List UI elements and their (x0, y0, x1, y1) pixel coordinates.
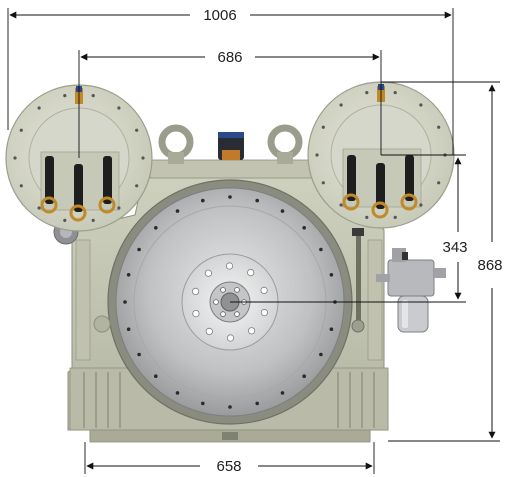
disc-bolt (117, 206, 121, 210)
lifting-eye-left (158, 124, 194, 164)
hub-bolt (260, 286, 268, 294)
rim-bolt (302, 374, 307, 379)
dimension-flange-spacing: 686 (78, 49, 382, 158)
disc-bolt (437, 181, 441, 185)
rim-bolt (137, 352, 141, 357)
disc-bolt (63, 218, 67, 222)
rim-bolt (302, 226, 307, 230)
hub-bolt (226, 334, 235, 342)
rim-bolt (123, 300, 127, 304)
right-disc-rods (342, 155, 418, 219)
dimension-height-offset: 343 (230, 154, 468, 303)
dimension-base-width: 658 (84, 442, 375, 475)
disc-bolt (19, 184, 23, 188)
left-disc-bolts (13, 94, 145, 222)
dimension-label-overall-height: 868 (477, 257, 502, 274)
flywheel-rim-bolts (123, 195, 337, 409)
rim-bolt (280, 391, 285, 395)
disc-bolt (393, 91, 397, 95)
disc-bolt (365, 91, 369, 95)
disc-bolt (321, 181, 325, 185)
rim-bolt (319, 352, 323, 357)
inner-bolt (213, 299, 219, 305)
disc-bolt (393, 215, 397, 219)
hub-bolt (192, 309, 200, 318)
rim-bolt (126, 273, 131, 277)
disc-bolt (419, 103, 423, 107)
rim-bolt (228, 405, 232, 409)
rim-bolt (201, 198, 205, 203)
rim-bolt (175, 391, 180, 395)
disc-bolt (437, 125, 441, 129)
disc-bolt (365, 215, 369, 219)
disc-bolt (63, 94, 67, 98)
rim-bolt (255, 198, 259, 203)
dimension-label-base-width: 658 (216, 458, 241, 475)
disc-bolt (141, 156, 145, 160)
hub-bolt (192, 287, 200, 295)
rim-bolt (329, 327, 334, 332)
hub-bolt (204, 269, 212, 277)
disc-bolt (37, 206, 41, 210)
rim-bolt (154, 226, 158, 230)
right-disc-bolts (315, 91, 447, 219)
disc-bolt (419, 203, 423, 207)
rim-bolt (255, 401, 259, 406)
disc-bolt (135, 128, 139, 132)
lifting-eye-right (267, 124, 303, 164)
dimension-overall-width: 1006 (7, 7, 454, 155)
dimension-label-overall-width: 1006 (203, 7, 236, 24)
rim-bolt (201, 401, 205, 406)
disc-bolt (37, 106, 41, 110)
rim-bolt (329, 273, 334, 277)
rim-bolt (280, 209, 285, 213)
flywheel-inner-bolts (213, 287, 247, 317)
disc-bolt (315, 153, 319, 157)
rim-bolt (137, 247, 141, 252)
rim-bolt (319, 247, 323, 252)
disc-bolt (91, 218, 95, 222)
hub-bolt (205, 327, 213, 335)
oil-filter (376, 248, 446, 333)
dipstick-tube (351, 228, 365, 333)
hub-bolt (247, 268, 255, 277)
disc-bolt (321, 125, 325, 129)
hub-bolt (225, 262, 234, 270)
disc-bolt (339, 103, 343, 107)
inner-bolt (220, 311, 226, 317)
inner-bolt (220, 287, 226, 293)
side-cover-left (93, 315, 111, 333)
rim-bolt (228, 195, 232, 199)
inner-bolt (234, 287, 240, 293)
rim-bolt (175, 209, 180, 213)
rim-bolt (126, 327, 131, 332)
disc-bolt (339, 203, 343, 207)
disc-bolt (91, 94, 95, 98)
left-disc-rods (40, 156, 116, 222)
disc-bolt (19, 128, 23, 132)
dimension-label-flange-spacing: 686 (217, 49, 242, 66)
disc-bolt (117, 106, 121, 110)
top-sensor (218, 132, 244, 160)
dimension-overall-height: 868 (381, 81, 503, 442)
flywheel-hub-bolts (192, 262, 268, 342)
inner-bolt (234, 311, 240, 317)
cooling-fins (83, 372, 375, 428)
disc-bolt (13, 156, 17, 160)
disc-bolt (135, 184, 139, 188)
dimension-label-height-offset: 343 (442, 239, 467, 256)
hub-bolt (260, 308, 268, 317)
rim-bolt (154, 374, 158, 379)
hub-bolt (248, 327, 256, 335)
